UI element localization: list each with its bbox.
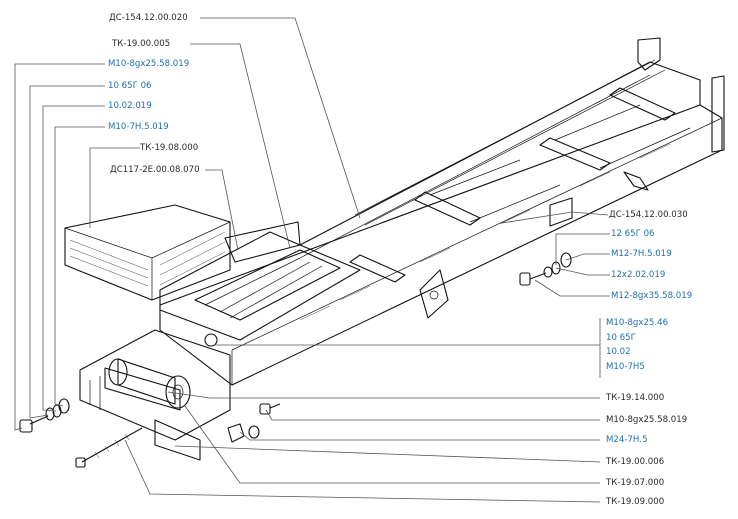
label-tk-19-09-000: ТК-19.09.000 bbox=[606, 497, 665, 507]
label-10-65g-06-left: 10 65Г 06 bbox=[108, 81, 152, 91]
label-tk-19-00-006: ТК-19.00.006 bbox=[606, 457, 665, 467]
leader-lines bbox=[14, 17, 610, 503]
label-10-02-019: 10.02.019 bbox=[108, 101, 152, 111]
grouped-label-bolt: М10-8gх25.46 bbox=[606, 318, 669, 328]
conveyor-frame bbox=[159, 37, 725, 386]
hopper-chute bbox=[159, 221, 361, 347]
label-ds117-2e-00-08-070: ДС117-2Е.00.08.070 bbox=[110, 165, 200, 175]
label-m10-8gx25-58-019-top: М10-8gх25.58.019 bbox=[108, 59, 190, 69]
label-12x2-02-019: 12х2.02.019 bbox=[611, 270, 666, 280]
label-tk-19-14-000: ТК-19.14.000 bbox=[606, 393, 665, 403]
drive-drum-unit bbox=[79, 329, 231, 461]
label-12-65g-06: 12 65Г 06 bbox=[611, 229, 655, 239]
grouped-label-washer-spring: 10 65Г bbox=[606, 332, 636, 343]
grouped-label-nut: М10-7Н5 bbox=[606, 361, 645, 372]
label-tk-19-00-005: ТК-19.00.005 bbox=[112, 39, 171, 49]
label-tk-19-08-000: ТК-19.08.000 bbox=[140, 143, 199, 153]
label-m12-7n-5-019: М12-7Н.5.019 bbox=[611, 249, 672, 259]
label-m12-8gx35-58-019: М12-8gх35.58.019 bbox=[611, 291, 693, 301]
label-m10-8gx25-58-019-bottom: М10-8gх25.58.019 bbox=[606, 415, 688, 425]
grouped-label-washer: 10.02 bbox=[606, 347, 631, 357]
fasteners bbox=[19, 252, 572, 468]
label-ds-154-12-00-030: ДС-154.12.00.030 bbox=[609, 210, 688, 220]
grouped-fastener-labels: М10-8gх25.46 10 65Г 10.02 М10-7Н5 bbox=[606, 316, 668, 374]
label-m24-7n-5: М24-7Н.5 bbox=[606, 435, 648, 445]
label-m10-7n-5-019: М10-7Н.5.019 bbox=[108, 122, 169, 132]
label-ds-154-12-00-020: ДС-154.12.00.020 bbox=[109, 13, 188, 23]
cover-box bbox=[64, 204, 231, 301]
label-tk-19-07-000: ТК-19.07.000 bbox=[606, 478, 665, 488]
